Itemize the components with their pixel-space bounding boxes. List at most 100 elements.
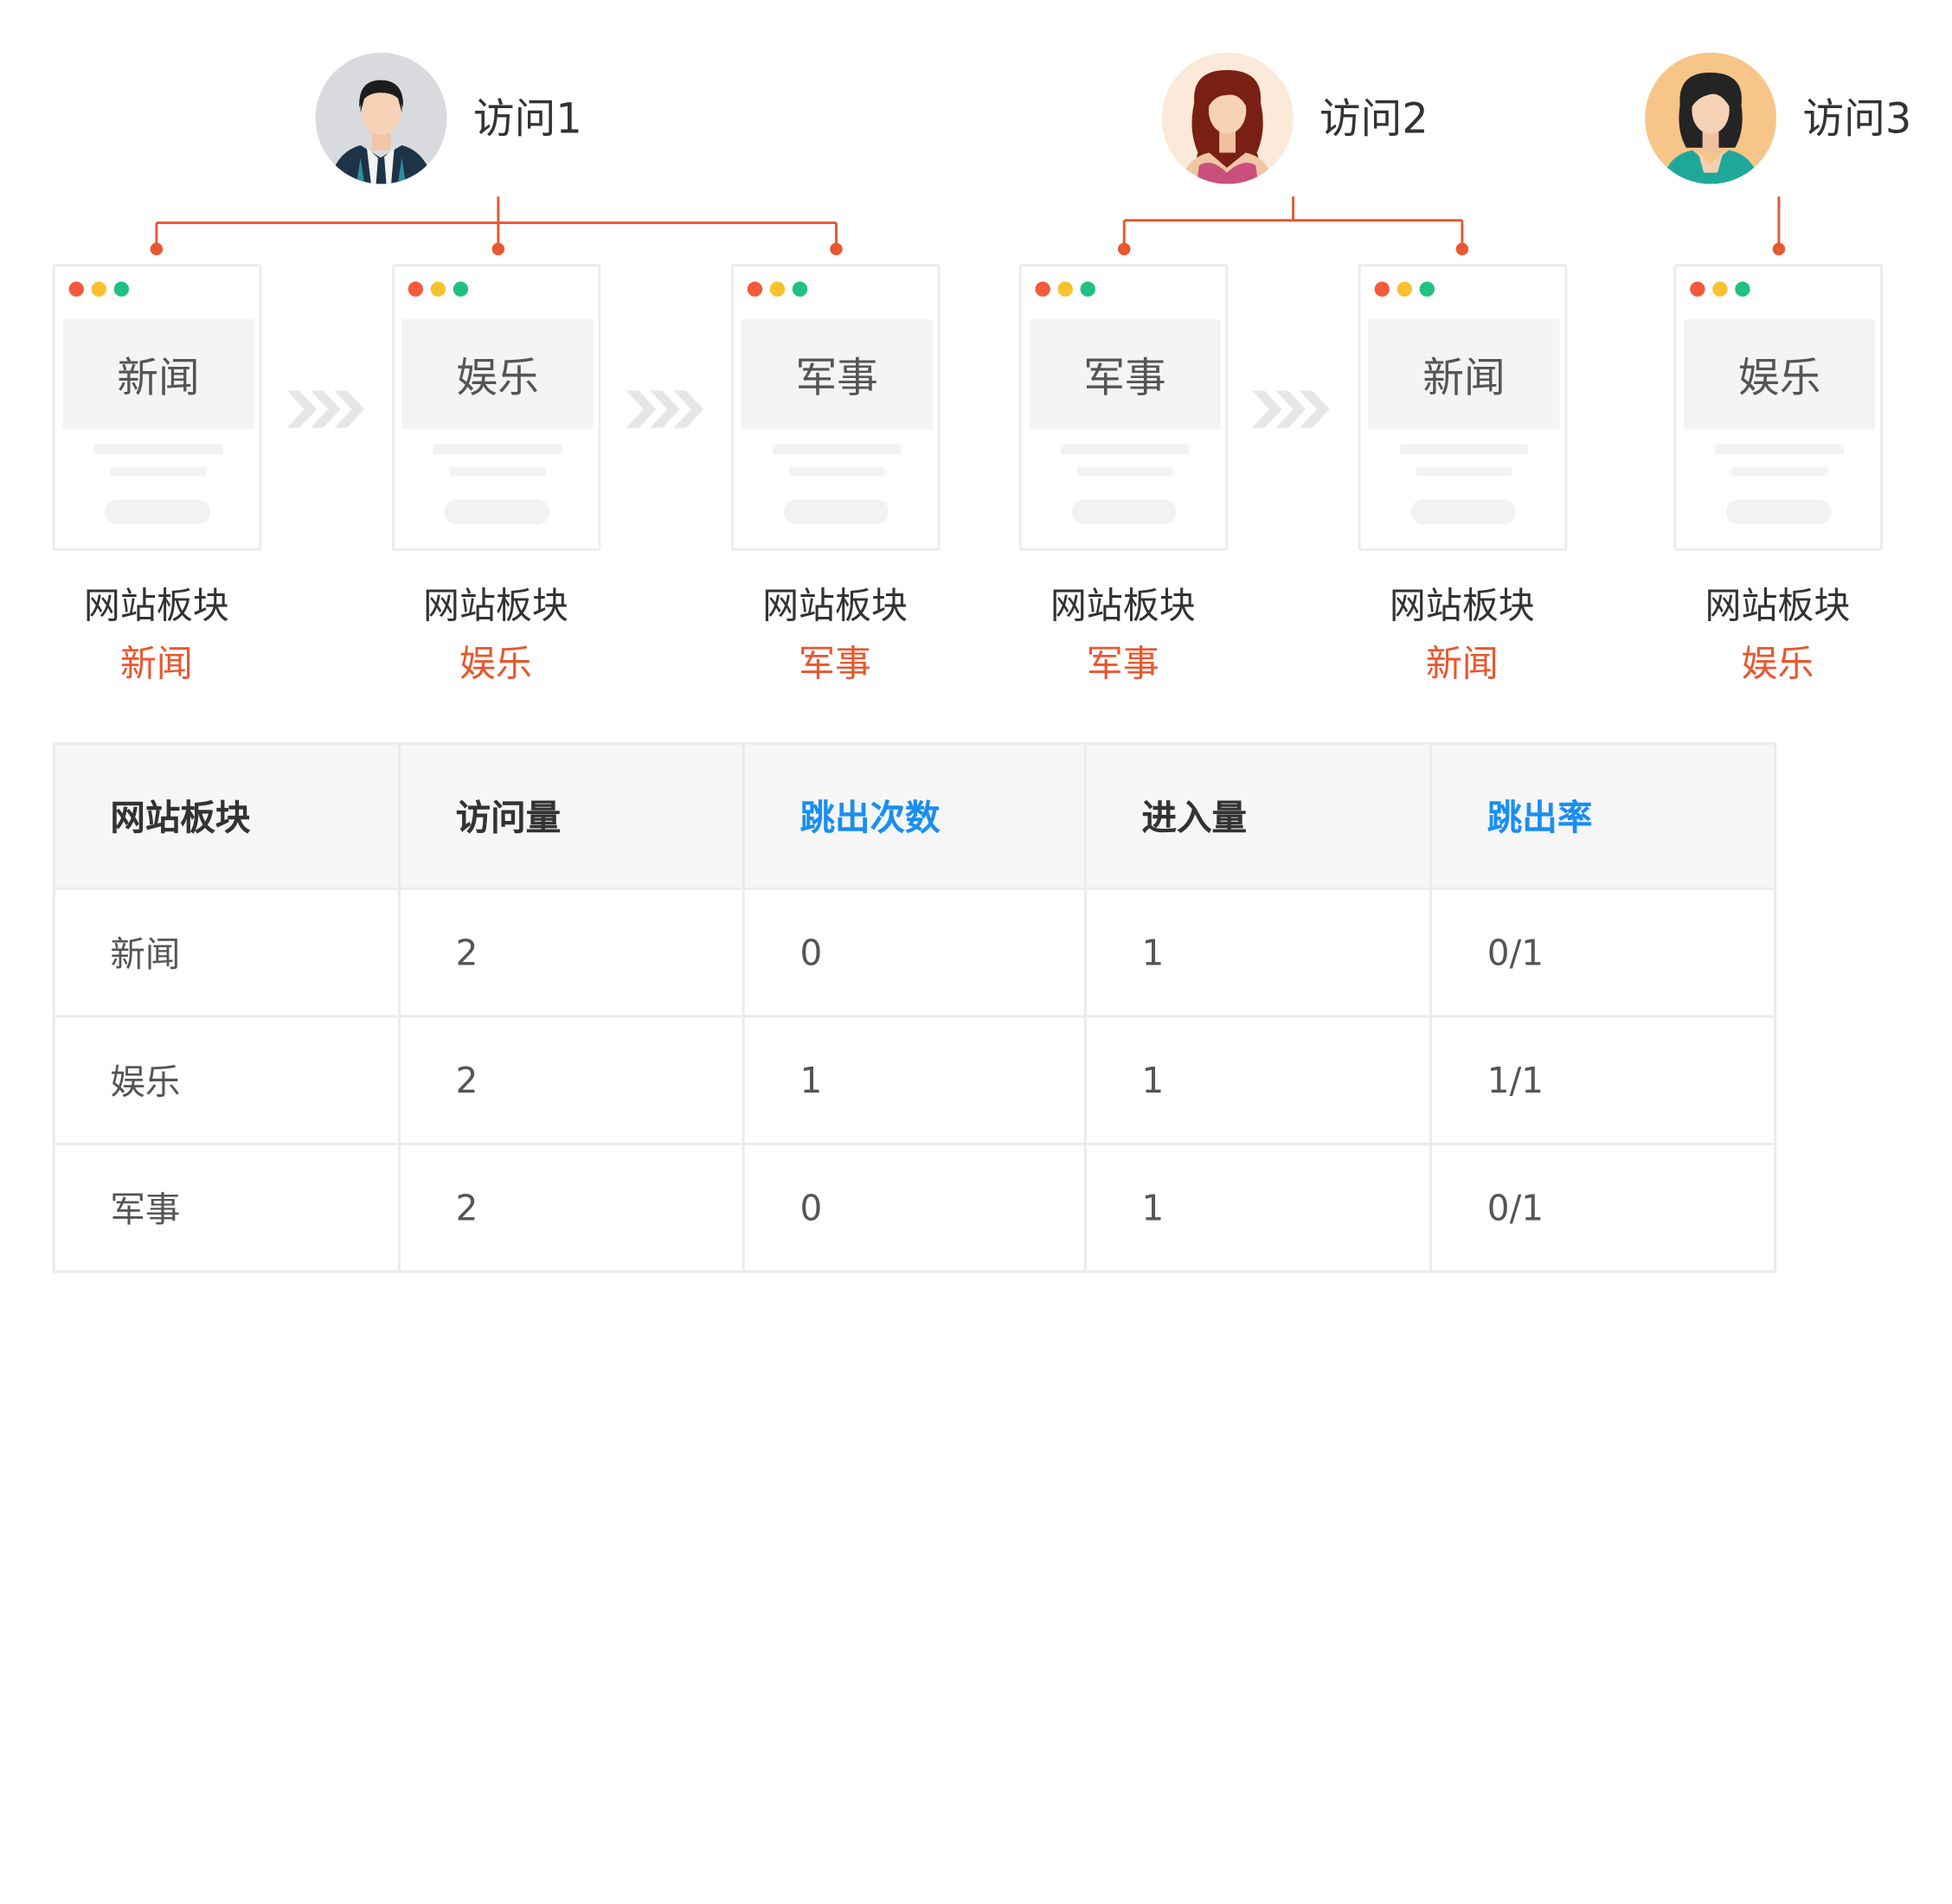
card-caption: 网站板块 军事 — [998, 583, 1248, 686]
visit-1-label: 访问1 — [472, 93, 582, 143]
window-dot-green — [1080, 281, 1095, 297]
table-cell: 1 — [742, 1015, 1087, 1145]
placeholder-button — [1071, 499, 1177, 525]
header-entries: 进入量 — [1083, 741, 1433, 890]
header-visits: 访问量 — [398, 741, 745, 890]
card-caption: 网站板块 新闻 — [1337, 583, 1587, 686]
window-dot-yellow — [1397, 281, 1412, 297]
table-cell: 0/1 — [1429, 887, 1777, 1018]
caption-label: 网站板块 — [1050, 584, 1196, 627]
table-cell: 2 — [398, 1142, 745, 1273]
table-cell: 军事 — [52, 1142, 401, 1273]
window-dot-yellow — [1057, 281, 1073, 297]
caption-section: 娱乐 — [459, 642, 532, 685]
window-dot-green — [453, 281, 469, 297]
window-dot-yellow — [91, 281, 106, 297]
card-title: 新闻 — [62, 318, 254, 430]
window-dot-yellow — [430, 281, 446, 297]
page-card: 新闻 — [1358, 264, 1568, 551]
page-card: 新闻 — [52, 264, 262, 551]
page-card: 娱乐 — [391, 264, 601, 551]
card-caption: 网站板块 娱乐 — [370, 583, 620, 686]
window-dot-red — [1690, 281, 1705, 297]
caption-section: 军事 — [799, 642, 871, 685]
table-cell: 1/1 — [1429, 1015, 1777, 1145]
caption-section: 新闻 — [1425, 642, 1499, 685]
window-dot-red — [1374, 281, 1390, 297]
visit-3-label: 访问3 — [1802, 93, 1912, 143]
window-dot-red — [408, 281, 424, 297]
placeholder-line — [1730, 466, 1828, 476]
placeholder-line — [449, 466, 546, 476]
placeholder-line — [788, 466, 885, 476]
table-cell: 1 — [1083, 887, 1433, 1018]
card-title: 娱乐 — [401, 318, 594, 430]
window-dot-green — [1735, 281, 1750, 297]
card-title: 军事 — [1029, 318, 1221, 430]
card-title: 新闻 — [1368, 318, 1560, 430]
placeholder-line — [1060, 444, 1190, 455]
placeholder-line — [772, 444, 902, 455]
page-card: 军事 — [730, 264, 941, 551]
caption-section: 军事 — [1086, 642, 1159, 685]
window-dot-red — [68, 281, 84, 297]
window-dot-green — [113, 281, 130, 297]
window-dot-yellow — [1712, 281, 1728, 297]
card-caption: 网站板块 新闻 — [31, 583, 281, 686]
placeholder-button — [1726, 499, 1832, 525]
caption-label: 网站板块 — [422, 584, 568, 627]
caption-label: 网站板块 — [762, 584, 908, 627]
avatar-man-icon — [315, 52, 447, 184]
window-dot-red — [747, 281, 763, 297]
placeholder-button — [444, 499, 550, 525]
header-section: 网站板块 — [52, 741, 401, 890]
triple-chevron-icon — [1251, 390, 1330, 428]
table-cell: 2 — [398, 1015, 745, 1145]
placeholder-line — [1076, 466, 1173, 476]
card-caption: 网站板块 军事 — [710, 583, 960, 686]
avatar-woman-red-hair-icon — [1161, 52, 1294, 184]
page-card: 军事 — [1018, 264, 1229, 551]
placeholder-line — [110, 466, 207, 476]
triple-chevron-icon — [286, 390, 365, 428]
avatar-woman-teal-icon — [1645, 52, 1777, 184]
connector-lines — [150, 196, 1786, 256]
table-header-row: 网站板块 访问量 跳出次数 进入量 跳出率 — [52, 741, 1777, 890]
table-cell: 娱乐 — [52, 1015, 401, 1145]
caption-label: 网站板块 — [1705, 584, 1851, 627]
card-caption: 网站板块 娱乐 — [1653, 583, 1903, 686]
header-bounce-rate: 跳出率 — [1429, 741, 1777, 890]
visit-2-label: 访问2 — [1319, 93, 1429, 143]
placeholder-button — [783, 499, 889, 525]
bounce-stats-table: 网站板块 访问量 跳出次数 进入量 跳出率 新闻 2 0 1 0/1 娱乐 2 … — [52, 741, 1777, 1273]
card-title: 娱乐 — [1683, 318, 1876, 430]
table-cell: 2 — [398, 887, 745, 1018]
header-bounces: 跳出次数 — [742, 741, 1087, 890]
table-cell: 0 — [742, 887, 1087, 1018]
placeholder-button — [105, 499, 211, 525]
placeholder-line — [1715, 444, 1845, 455]
table-cell: 0/1 — [1429, 1142, 1777, 1273]
window-dot-red — [1035, 281, 1050, 297]
caption-section: 娱乐 — [1741, 642, 1814, 685]
caption-section: 新闻 — [119, 642, 193, 685]
table-cell: 1 — [1083, 1142, 1433, 1273]
window-dot-green — [1419, 281, 1435, 297]
table-row: 娱乐 2 1 1 1/1 — [52, 1015, 1777, 1145]
placeholder-button — [1410, 499, 1517, 525]
table-row: 新闻 2 0 1 0/1 — [52, 887, 1777, 1018]
window-dot-green — [792, 281, 808, 297]
page-card: 娱乐 — [1673, 264, 1883, 551]
window-dot-yellow — [769, 281, 786, 297]
placeholder-line — [93, 444, 223, 455]
card-title: 军事 — [741, 318, 933, 430]
table-row: 军事 2 0 1 0/1 — [52, 1142, 1777, 1273]
placeholder-line — [1399, 444, 1529, 455]
caption-label: 网站板块 — [83, 584, 229, 627]
table-cell: 新闻 — [52, 887, 401, 1018]
placeholder-line — [1416, 466, 1512, 476]
caption-label: 网站板块 — [1389, 584, 1535, 627]
placeholder-line — [433, 444, 562, 455]
table-cell: 0 — [742, 1142, 1087, 1273]
